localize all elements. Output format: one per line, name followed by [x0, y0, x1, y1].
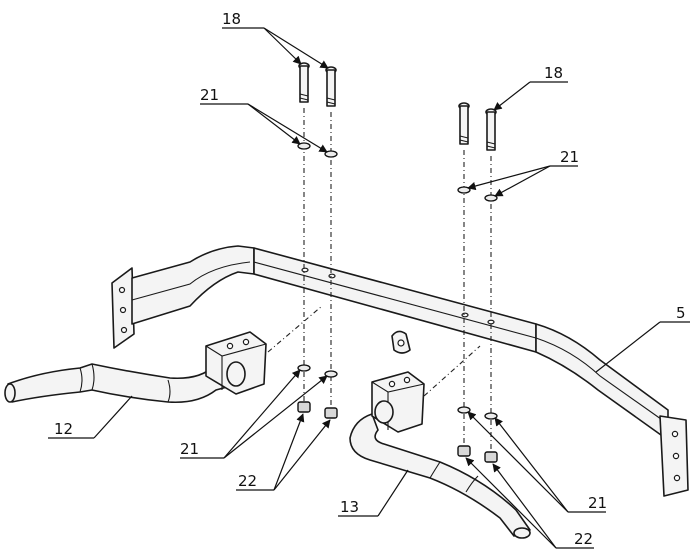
callout-18-top-right: 18	[544, 64, 563, 82]
callout-21-top-right: 21	[560, 148, 579, 166]
right-bent-section	[535, 323, 669, 441]
bolt-2	[325, 66, 337, 107]
callout-22-bottom-left: 22	[238, 472, 257, 490]
nuts	[297, 401, 498, 463]
alignment-lines	[267, 108, 492, 456]
leader-lines	[48, 27, 690, 549]
main-crossbar	[111, 245, 689, 497]
left-handle	[4, 331, 267, 404]
callout-5: 5	[676, 304, 686, 322]
bolt-4	[485, 108, 497, 151]
bolts	[298, 62, 497, 151]
left-bent-section	[131, 245, 255, 325]
callout-12: 12	[54, 420, 73, 438]
bolt-1	[298, 62, 310, 103]
callout-18-top-left: 18	[222, 10, 241, 28]
callout-21-top-left: 21	[200, 86, 219, 104]
right-handle	[349, 371, 531, 539]
callout-22-bottom-right: 22	[574, 530, 593, 548]
callout-labels: 18 18 21 21 5 12 21 22 13 21 22	[54, 10, 686, 548]
callout-13: 13	[340, 498, 359, 516]
callout-21-bottom-left: 21	[180, 440, 199, 458]
callout-21-bottom-right: 21	[588, 494, 607, 512]
bolt-3	[458, 102, 470, 145]
washers	[297, 142, 498, 420]
